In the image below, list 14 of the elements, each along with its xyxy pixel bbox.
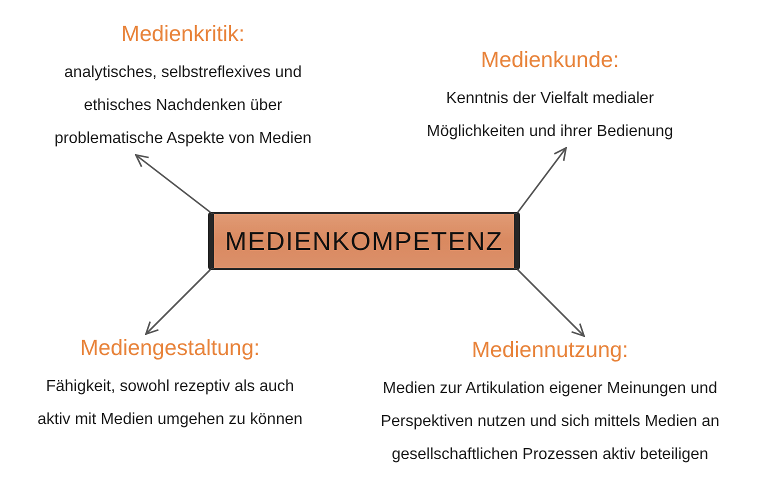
arrow bbox=[135, 154, 211, 213]
arrow bbox=[517, 269, 585, 337]
topic-heading: Mediengestaltung: bbox=[80, 334, 260, 362]
topic-description: Medien zur Artikulation eigener Meinungen und Perspektiven nutzen und sich mittels Medien an gesellschaftlichen Prozessen aktiv beteiligen bbox=[380, 379, 720, 465]
central-banner bbox=[208, 212, 520, 270]
topic-description: Kenntnis der Vielfalt medialer Möglichkeiten und ihrer Bedienung bbox=[426, 89, 674, 142]
topic-heading: Medienkritik: bbox=[121, 20, 245, 48]
topic-description: analytisches, selbstreflexives und ethisches Nachdenken über problematische Aspekte von Medien bbox=[53, 63, 313, 149]
arrow bbox=[145, 269, 211, 335]
topic-heading: Mediennutzung: bbox=[472, 336, 628, 364]
banner-title: MEDIENKOMPETENZ bbox=[225, 226, 503, 256]
topic-description: Fähigkeit, sowohl rezeptiv als auch aktiv mit Medien umgehen zu können bbox=[36, 377, 304, 430]
topic-heading: Medienkunde: bbox=[480, 46, 620, 74]
arrow bbox=[517, 147, 567, 213]
